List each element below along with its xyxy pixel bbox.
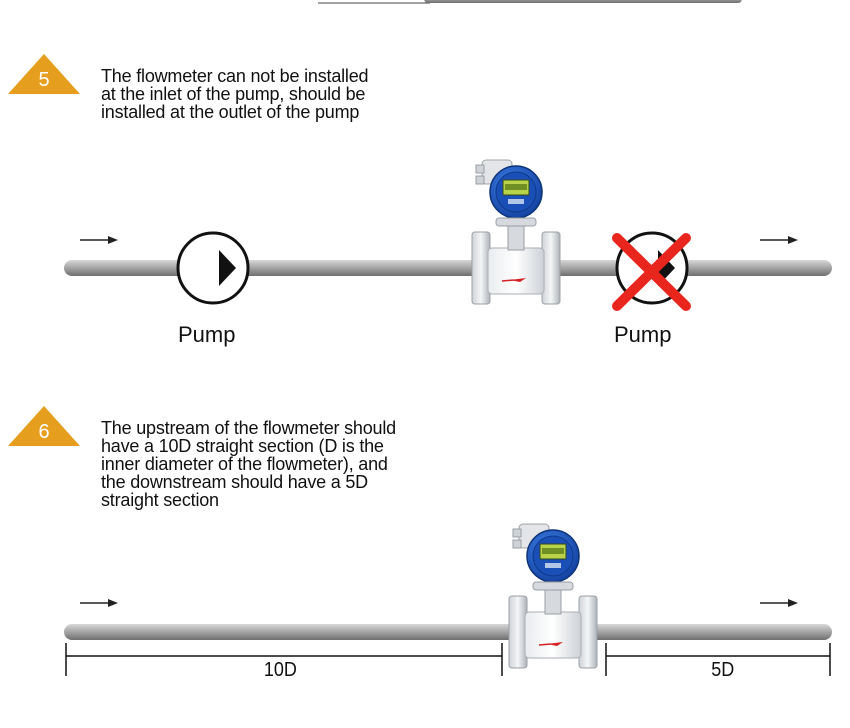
flow-arrow-left-6 — [80, 599, 118, 607]
step6-line-5: straight section — [101, 490, 219, 510]
step5-line-2: at the inlet of the pump, should be — [101, 84, 366, 104]
flow-arrow-right-6 — [760, 599, 798, 607]
step6-line-2: have a 10D straight section (D is the — [101, 436, 384, 456]
step5-line-3: installed at the outlet of the pump — [101, 102, 360, 122]
dimension-10d — [65, 643, 503, 676]
dimension-5d — [605, 643, 831, 676]
pump-symbol-outlet-crossed — [612, 231, 691, 311]
step6-description: The upstream of the flowmeter should hav… — [101, 419, 396, 509]
step6-line-4: the downstream should have a 5D — [101, 472, 368, 492]
step6-line-1: The upstream of the flowmeter should — [101, 418, 396, 438]
flowmeter-section5 — [471, 159, 561, 305]
pump-label-outlet: Pump — [614, 322, 672, 347]
pump-symbol-inlet — [176, 231, 250, 305]
step6-line-3: inner diameter of the flowmeter), and — [101, 454, 388, 474]
dimension-label-5d: 5D — [711, 659, 735, 681]
step-badge-6: 6 — [8, 406, 80, 446]
pump-label-inlet: Pump — [178, 322, 236, 347]
flowmeter-section6 — [508, 523, 598, 669]
step-number-5: 5 — [38, 69, 50, 91]
step5-description: The flowmeter can not be installed at th… — [101, 66, 369, 122]
step-badge-5: 5 — [8, 54, 80, 94]
dimension-label-10d: 10D — [263, 659, 297, 681]
triangle-badge-icon — [8, 54, 80, 94]
flow-arrow-right-5 — [760, 236, 798, 244]
flow-arrow-left-5 — [80, 236, 118, 244]
step5-line-1: The flowmeter can not be installed — [101, 66, 369, 86]
top-pipe-fragment — [424, 0, 742, 3]
step-number-6: 6 — [38, 421, 50, 443]
triangle-badge-icon — [8, 406, 80, 446]
pipe-section6 — [64, 624, 832, 640]
